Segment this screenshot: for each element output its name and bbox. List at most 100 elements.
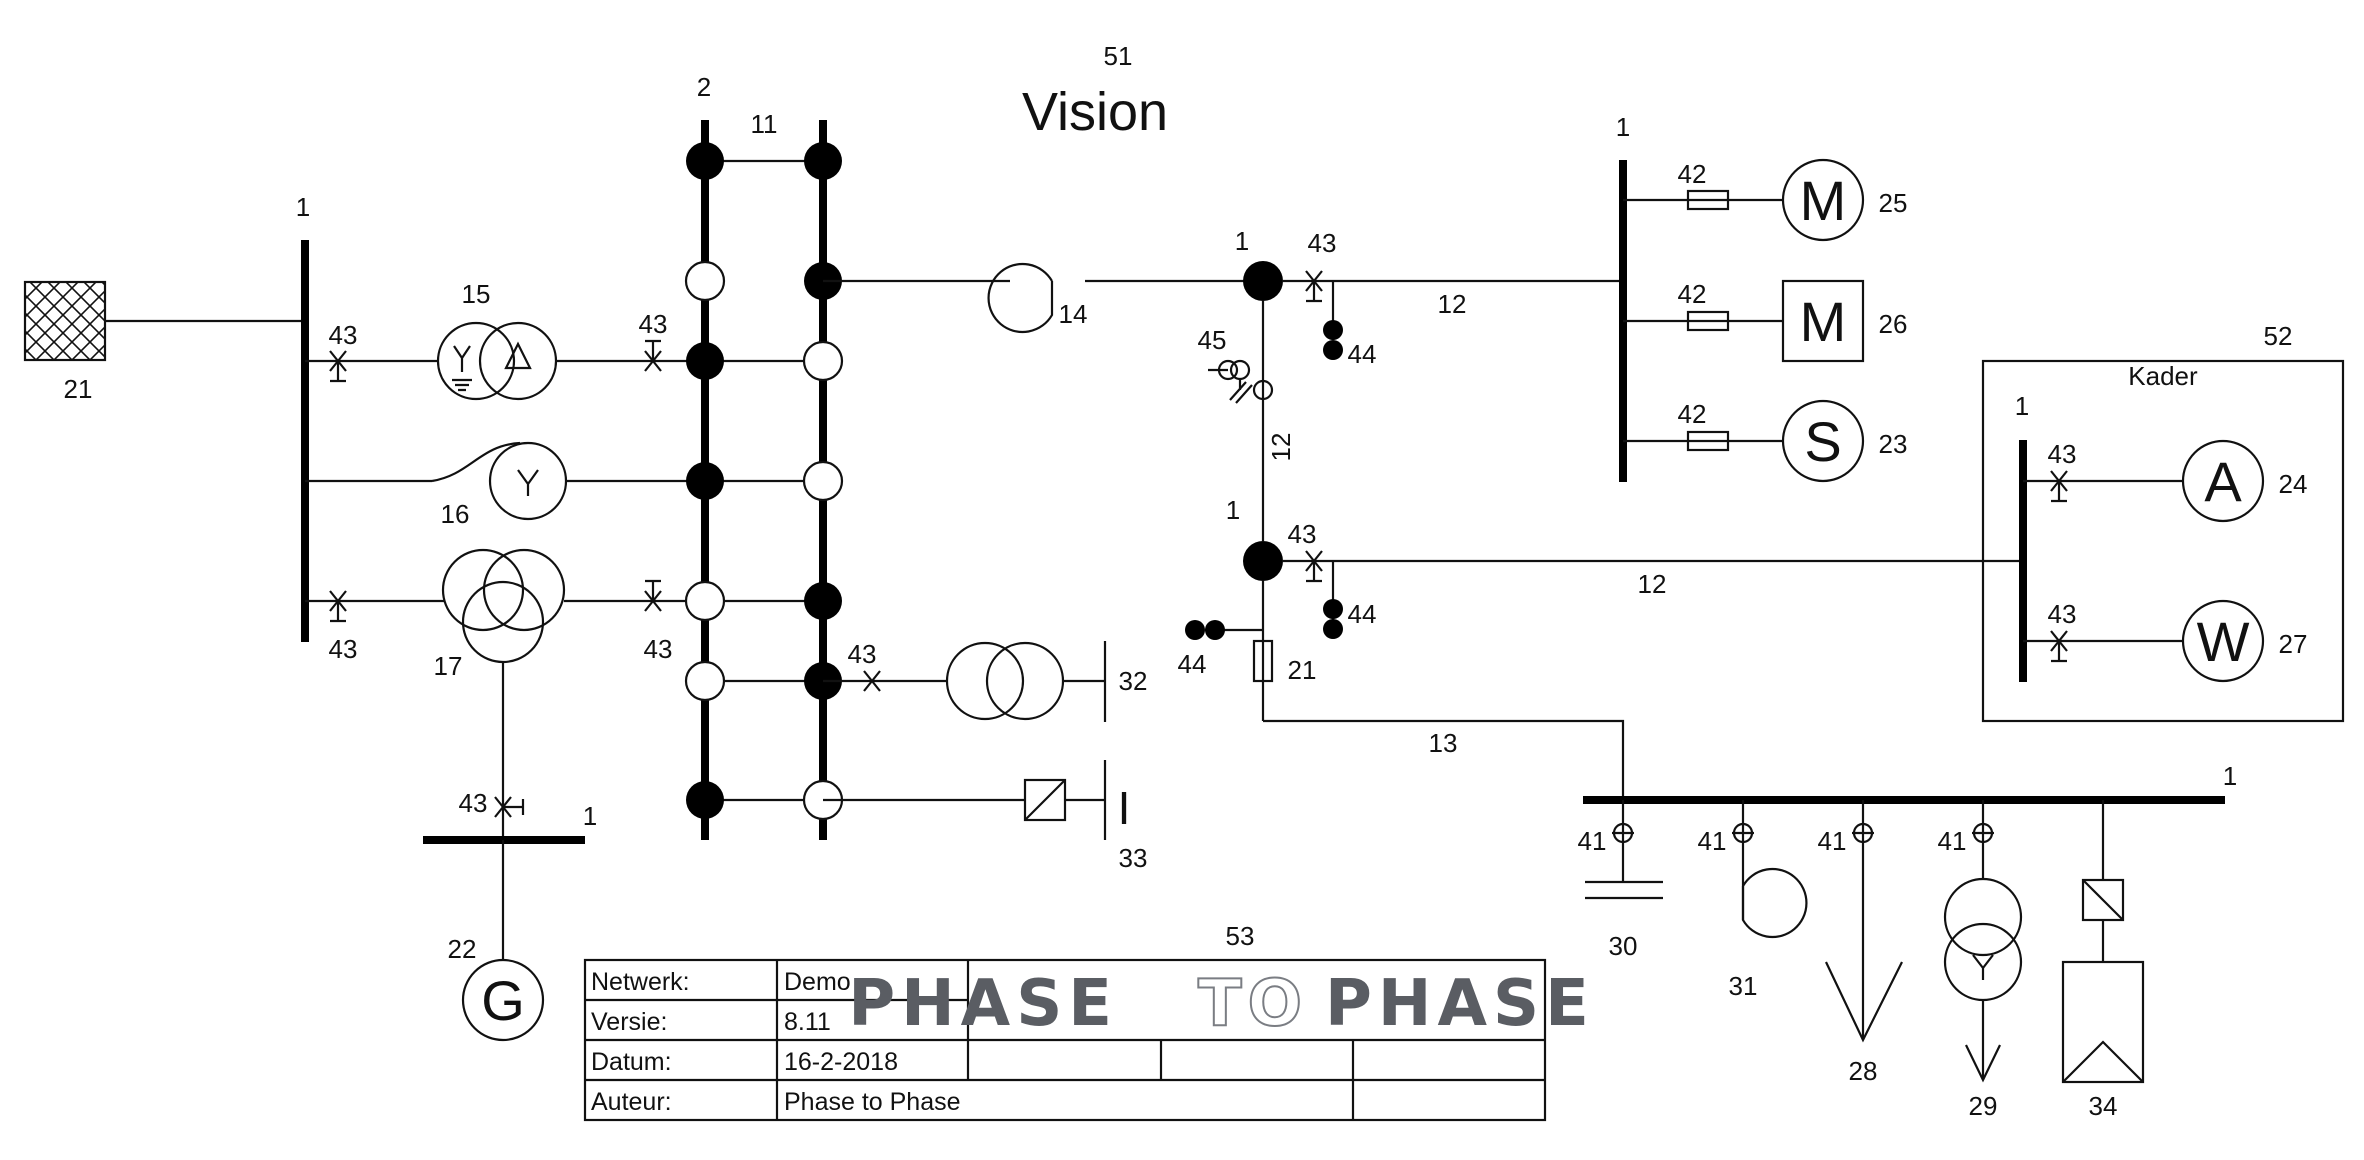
- tb-value-datum: 16-2-2018: [784, 1048, 898, 1076]
- label-busbar-motors: 1: [1616, 112, 1630, 142]
- transformer-load-icon[interactable]: [1943, 877, 2023, 1083]
- label-breaker-a: 43: [329, 320, 358, 350]
- transducer-icon[interactable]: [1323, 281, 1343, 360]
- selector-switches[interactable]: [684, 142, 844, 821]
- label-breaker-h: 43: [1288, 519, 1317, 549]
- converter-icon[interactable]: I: [1023, 760, 1131, 840]
- fuse-icon[interactable]: [1252, 639, 1274, 683]
- label-external-grid: 21: [64, 374, 93, 404]
- label-titleblock-num: 53: [1226, 921, 1255, 951]
- async-motor-group-icon[interactable]: M: [1781, 279, 1865, 363]
- capacitor-icon[interactable]: [1585, 880, 1663, 900]
- label-frame-num: 52: [2264, 321, 2293, 351]
- label-node-link: 12: [1266, 433, 1296, 462]
- tb-value-netwerk: Demo: [784, 968, 851, 996]
- circuit-breaker-icon[interactable]: [329, 590, 347, 623]
- circuit-breaker-icon[interactable]: [1305, 550, 1323, 583]
- company-logo: PHASE TO PHASE: [848, 966, 1595, 1042]
- label-link-upper: 12: [1438, 289, 1467, 319]
- cable[interactable]: [1263, 719, 1625, 800]
- load-icon[interactable]: [1825, 961, 1903, 1043]
- circuit-breaker-icon[interactable]: [494, 796, 525, 818]
- label-breaker-d: 43: [644, 634, 673, 664]
- coil-icon[interactable]: [1741, 867, 1808, 939]
- label-sync-motor: 23: [1879, 429, 1908, 459]
- tb-value-versie: 8.11: [784, 1008, 831, 1036]
- label-cable: 13: [1429, 728, 1458, 758]
- tb-label-auteur: Auteur:: [591, 1088, 672, 1116]
- label-transducer-a: 44: [1348, 339, 1377, 369]
- reactor-icon[interactable]: [987, 262, 1054, 334]
- fuse-field-icon[interactable]: [1686, 310, 1730, 332]
- node-upper[interactable]: [1243, 261, 1283, 301]
- diagram-title: Vision: [1022, 82, 1168, 142]
- synchronous-motor-icon[interactable]: S: [1781, 399, 1865, 483]
- three-winding-transformer-icon[interactable]: [441, 548, 566, 664]
- label-wind-turbine: 27: [2279, 629, 2308, 659]
- tb-label-versie: Versie:: [591, 1008, 667, 1036]
- label-double-busbar: 2: [697, 72, 711, 102]
- label-breaker-b: 43: [639, 309, 668, 339]
- label-breaker-g: 43: [1308, 228, 1337, 258]
- circuit-breaker-icon[interactable]: [644, 579, 662, 612]
- svg-text:I: I: [1118, 782, 1131, 834]
- svg-text:G: G: [481, 969, 525, 1032]
- label-coupler: 11: [751, 109, 778, 139]
- label-earthing: 16: [441, 499, 470, 529]
- label-capacitor: 30: [1609, 931, 1638, 961]
- label-measure-c: 41: [1818, 826, 1847, 856]
- label-link-lower: 12: [1638, 569, 1667, 599]
- frame-label: Kader: [2128, 361, 2198, 391]
- label-busbar-frame: 1: [2015, 391, 2029, 421]
- label-busbar-left: 1: [296, 192, 310, 222]
- fuse-field-icon[interactable]: [1686, 430, 1730, 452]
- svg-text:M: M: [1800, 169, 1847, 232]
- label-transformer-load: 29: [1969, 1091, 1998, 1121]
- label-async-motor-group: 26: [1879, 309, 1908, 339]
- svg-text:M: M: [1800, 290, 1847, 353]
- label-special-transformer: 45: [1198, 325, 1227, 355]
- wind-turbine-icon[interactable]: W: [2181, 599, 2265, 683]
- label-measure-d: 41: [1938, 826, 1967, 856]
- label-petersen: 15: [462, 279, 491, 309]
- generator-icon[interactable]: G: [461, 958, 545, 1042]
- circuit-breaker-icon[interactable]: [1305, 270, 1323, 303]
- circuit-breaker-icon[interactable]: [329, 350, 347, 383]
- label-fuse-field-a: 42: [1678, 159, 1707, 189]
- special-transformer-icon[interactable]: [1208, 359, 1274, 404]
- label-measure-b: 41: [1698, 826, 1727, 856]
- circuit-breaker-icon[interactable]: [2050, 630, 2068, 663]
- node-lower[interactable]: [1243, 541, 1283, 581]
- label-fuse-field-c: 42: [1678, 399, 1707, 429]
- circuit-breaker-icon[interactable]: [863, 670, 881, 692]
- label-node-lower: 1: [1226, 495, 1240, 525]
- label-battery: 24: [2279, 469, 2308, 499]
- label-load: 28: [1849, 1056, 1878, 1086]
- label-coil: 31: [1729, 971, 1758, 1001]
- transducer-icon[interactable]: [1185, 620, 1263, 640]
- transducer-icon[interactable]: [1323, 561, 1343, 639]
- label-reactor: 14: [1059, 299, 1088, 329]
- circuit-breaker-icon[interactable]: [2050, 470, 2068, 503]
- label-fuse: 21: [1288, 655, 1317, 685]
- circuit-breaker-icon[interactable]: [644, 339, 662, 372]
- svg-text:PHASE: PHASE: [1325, 967, 1595, 1041]
- petersen-coil-icon[interactable]: [436, 321, 558, 401]
- frame[interactable]: [1981, 359, 2345, 723]
- external-grid[interactable]: [23, 280, 107, 362]
- svg-text:S: S: [1804, 410, 1841, 473]
- label-fuse-field-b: 42: [1678, 279, 1707, 309]
- pv-icon[interactable]: [2061, 878, 2145, 1084]
- async-motor-icon[interactable]: M: [1781, 158, 1865, 242]
- title-block: Netwerk: Demo Versie: 8.11 Datum: 16-2-2…: [583, 958, 1595, 1122]
- svg-text:A: A: [2204, 450, 2242, 513]
- svg-text:W: W: [2197, 610, 2250, 673]
- fuse-field-icon[interactable]: [1686, 189, 1730, 211]
- label-3w: 17: [434, 651, 463, 681]
- label-measure-a: 41: [1578, 826, 1607, 856]
- label-transducer-c: 44: [1178, 649, 1207, 679]
- label-title-num: 51: [1104, 41, 1133, 71]
- battery-icon[interactable]: A: [2181, 439, 2265, 523]
- source-transformer-icon[interactable]: [945, 641, 1107, 722]
